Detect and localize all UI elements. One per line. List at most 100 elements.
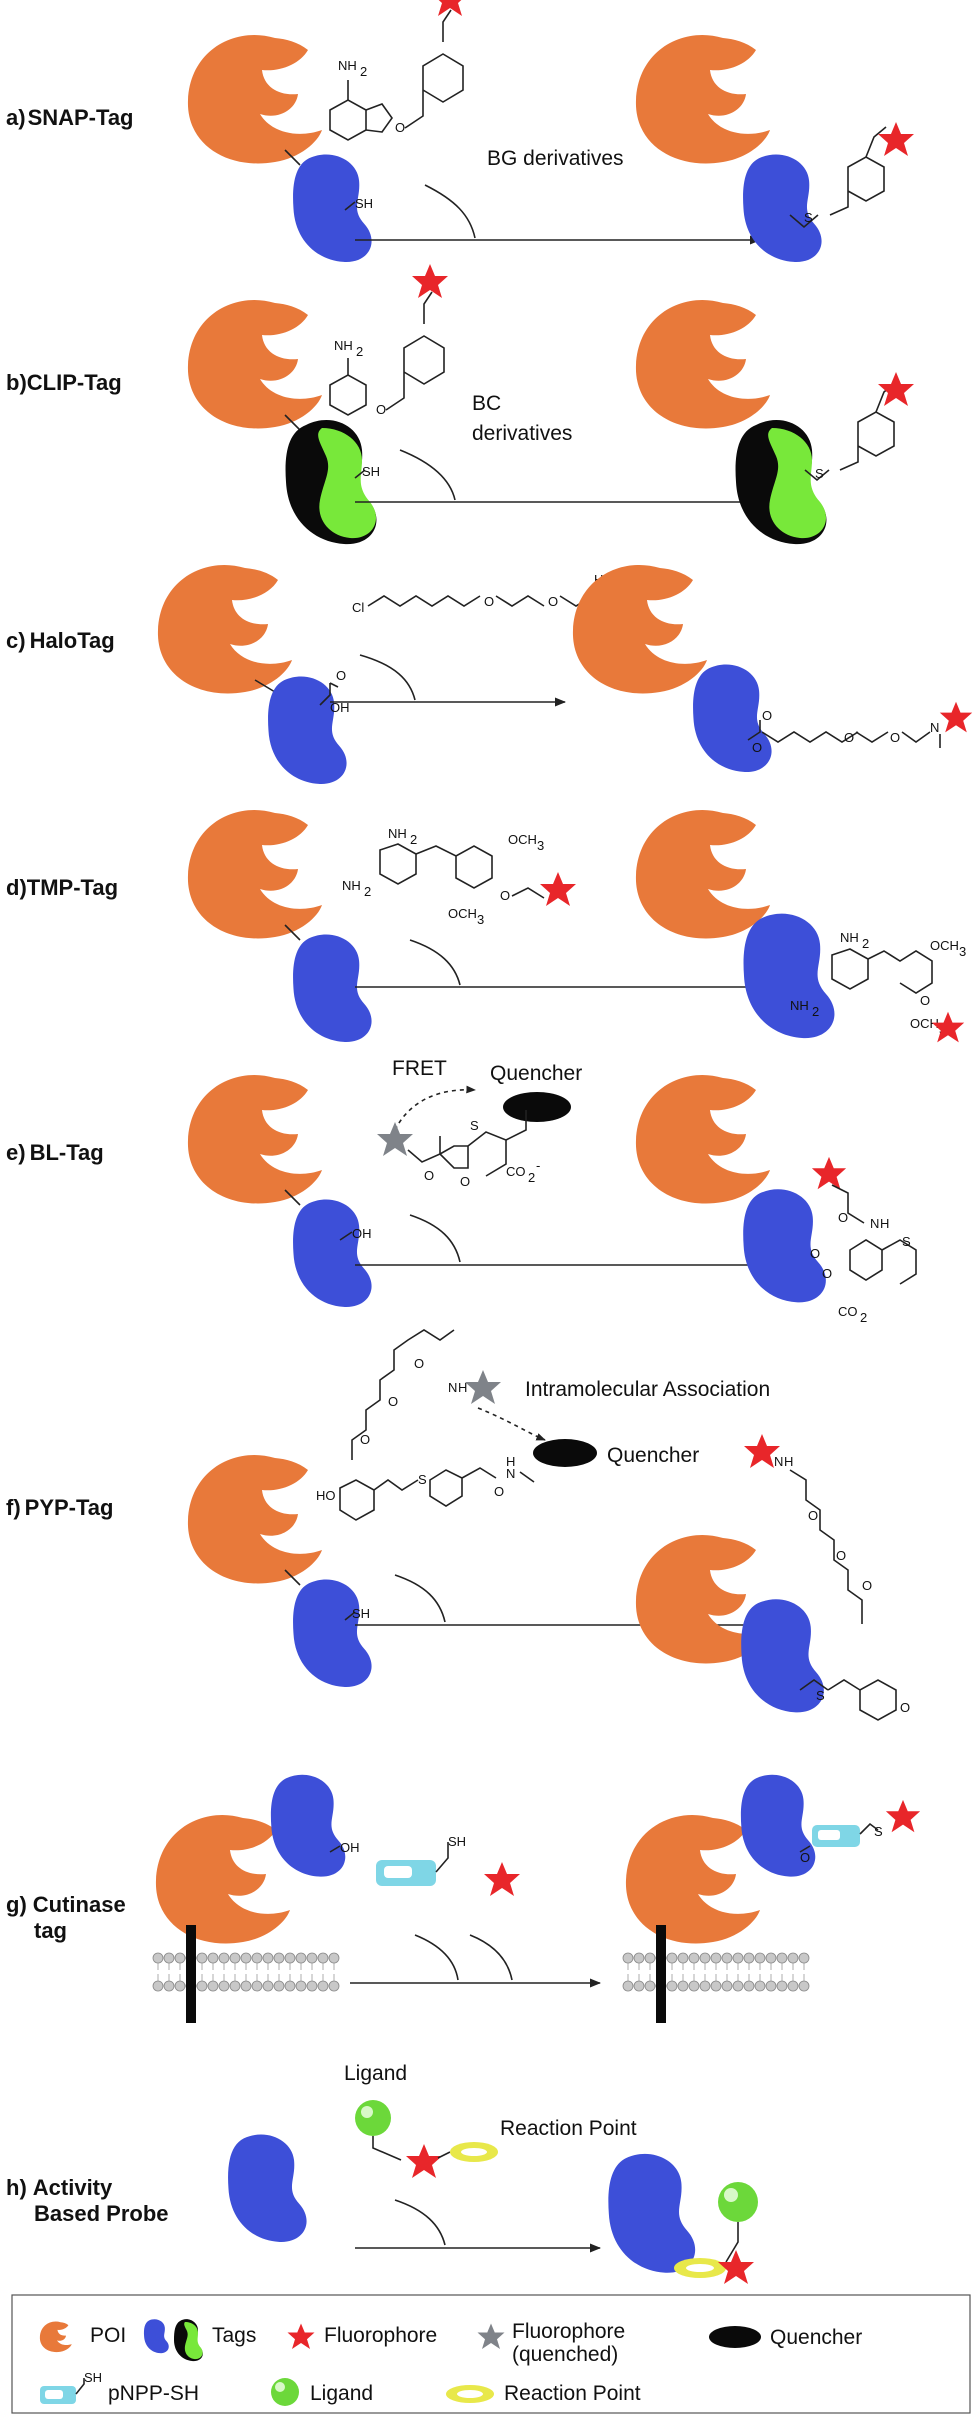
svg-text:NH: NH [338, 58, 357, 73]
ligand-sphere [355, 2100, 391, 2136]
svg-text:OH: OH [330, 700, 350, 715]
svg-text:NH: NH [790, 998, 809, 1013]
reagent-label-line1: BC [472, 392, 501, 415]
svg-text:H: H [458, 1380, 467, 1395]
panel-h-label-line2: Based Probe [34, 2201, 169, 2226]
svg-text:OCH: OCH [930, 938, 959, 953]
svg-text:O: O [484, 594, 494, 609]
pnpp-sh-reagent: SH [376, 1834, 466, 1886]
panel-h-label-line1: h)Activity [6, 2175, 113, 2200]
panel-g-label-line2: tag [34, 1918, 67, 1943]
svg-text:O: O [376, 402, 386, 417]
svg-text:O: O [844, 730, 854, 745]
panel-a-label: a)SNAP-Tag [6, 105, 134, 130]
svg-text:N: N [448, 1380, 457, 1395]
svg-text:SH: SH [362, 464, 380, 479]
svg-text:O: O [822, 1266, 832, 1281]
svg-text:Cl: Cl [352, 600, 364, 615]
reaction-point-label: Reaction Point [500, 2117, 637, 2140]
svg-text:S: S [418, 1472, 427, 1487]
svg-text:-: - [536, 1158, 540, 1173]
svg-text:O: O [336, 668, 346, 683]
svg-text:O: O [388, 1394, 398, 1409]
svg-text:2: 2 [862, 936, 869, 951]
quencher-label: Quencher [490, 1062, 582, 1085]
svg-text:O: O [800, 1850, 810, 1865]
fret-label: FRET [392, 1057, 447, 1080]
svg-text:OCH: OCH [448, 906, 477, 921]
svg-text:OCH: OCH [910, 1016, 939, 1031]
legend-clip-tag-icon [174, 2319, 203, 2362]
svg-text:NH: NH [840, 930, 859, 945]
reagent-label: BG derivatives [487, 147, 624, 170]
legend-tags-label: Tags [212, 2324, 256, 2347]
legend-ligand-icon [271, 2378, 299, 2406]
svg-text:S: S [874, 1824, 883, 1839]
svg-text:CO: CO [506, 1164, 526, 1179]
svg-text:H: H [506, 1454, 515, 1469]
svg-text:O: O [494, 1484, 504, 1499]
svg-text:H: H [784, 1454, 793, 1469]
svg-text:S: S [470, 1118, 479, 1133]
svg-text:3: 3 [959, 944, 966, 959]
panel-f-label: f)PYP-Tag [6, 1495, 113, 1520]
transmembrane-anchor [186, 1925, 196, 2023]
svg-text:CO: CO [838, 1304, 858, 1319]
svg-text:3: 3 [477, 912, 484, 927]
svg-text:OH: OH [352, 1226, 372, 1241]
svg-text:O: O [838, 1210, 848, 1225]
legend-pnpp-label: pNPP-SH [108, 2382, 199, 2405]
svg-text:O: O [395, 120, 405, 135]
svg-text:O: O [752, 740, 762, 755]
svg-text:S: S [816, 1688, 825, 1703]
legend-quenched-label-line1: Fluorophore [512, 2320, 625, 2343]
panel-c: c)HaloTag O OH Cl O O NH O O O O O N [6, 564, 973, 785]
membrane-left [152, 1952, 340, 1992]
svg-text:O: O [762, 708, 772, 723]
svg-text:OH: OH [340, 1840, 360, 1855]
poi-shape [187, 34, 322, 164]
panel-b-label: b)CLIP-Tag [6, 370, 122, 395]
svg-text:2: 2 [528, 1170, 535, 1185]
reagent-label-line2: derivatives [472, 422, 572, 445]
svg-text:2: 2 [860, 1310, 867, 1325]
legend-ligand-label: Ligand [310, 2382, 373, 2405]
panel-c-label: c)HaloTag [6, 628, 115, 653]
legend-reaction-point-label: Reaction Point [504, 2382, 641, 2405]
svg-text:NH: NH [388, 826, 407, 841]
svg-text:S: S [902, 1234, 911, 1249]
quencher-label: Quencher [607, 1444, 699, 1467]
svg-text:N: N [506, 1466, 515, 1481]
svg-text:O: O [890, 730, 900, 745]
svg-text:2: 2 [410, 832, 417, 847]
svg-text:O: O [460, 1174, 470, 1189]
svg-text:O: O [900, 1700, 910, 1715]
svg-text:S: S [804, 210, 813, 225]
quenched-fluorophore-star [377, 1122, 413, 1156]
svg-text:2: 2 [356, 344, 363, 359]
legend-poi-label: POI [90, 2324, 126, 2347]
svg-text:O: O [548, 594, 558, 609]
intramolecular-association-label: Intramolecular Association [525, 1378, 770, 1401]
panel-h: h)Activity Based Probe Ligand Reaction P… [6, 2062, 758, 2284]
svg-text:O: O [920, 993, 930, 1008]
membrane-right [622, 1952, 810, 1992]
legend-quencher-label: Quencher [770, 2326, 862, 2349]
svg-text:O: O [810, 1246, 820, 1261]
legend-pnpp-sh-icon: SH [40, 2370, 102, 2404]
svg-text:2: 2 [360, 64, 367, 79]
panel-g: g)Cutinase tag OH SH O S [6, 1774, 921, 2023]
svg-text:O: O [836, 1548, 846, 1563]
svg-text:NH: NH [334, 338, 353, 353]
svg-text:N: N [870, 1216, 879, 1231]
legend-quenched-label-line2: (quenched) [512, 2343, 618, 2366]
